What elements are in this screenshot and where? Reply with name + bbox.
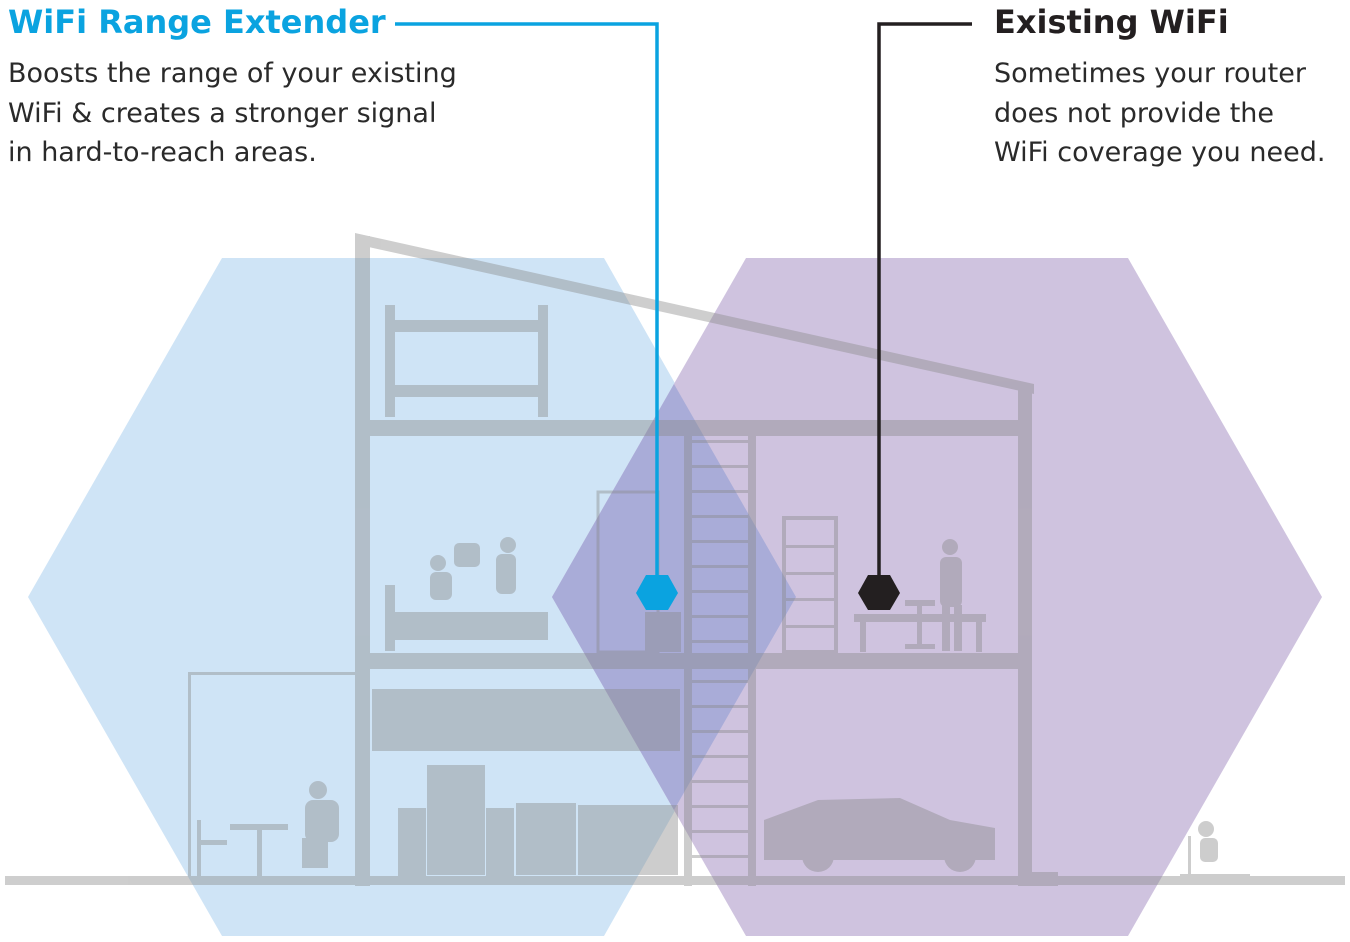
garage-wall: [748, 420, 756, 886]
bed: [385, 585, 548, 651]
extender-device-icon: [636, 575, 678, 610]
car: [764, 798, 995, 872]
entry-step: [1032, 872, 1058, 886]
extender-description-line: in hard-to-reach areas.: [8, 137, 317, 168]
patio-frame: [188, 672, 355, 876]
ground-line: [5, 876, 1345, 885]
left-wall: [355, 236, 370, 886]
roof: [355, 233, 1034, 394]
existing-wifi-title: Existing WiFi: [994, 3, 1229, 41]
extender-coverage-zone: [28, 258, 796, 936]
kitchen-upper-cabinets: [372, 689, 680, 751]
router-coverage-zone: [552, 258, 1322, 936]
dresser: [645, 612, 681, 652]
woman-silhouette: [940, 539, 962, 651]
extender-callout-line: [395, 22, 659, 584]
router-callout-line: [877, 22, 972, 584]
existing-wifi-description-line: Sometimes your router: [994, 58, 1306, 89]
kitchen-appliances: [398, 765, 678, 876]
extender-description-line: Boosts the range of your existing: [8, 58, 457, 89]
bookshelf: [782, 516, 838, 654]
desk: [854, 614, 986, 652]
kids-silhouette: [430, 537, 516, 600]
extender-description-line: WiFi & creates a stronger signal: [8, 97, 437, 129]
existing-wifi-callout: Existing WiFi Sometimes your router does…: [994, 2, 1325, 173]
middle-floor: [370, 653, 1018, 669]
patio-table: [197, 820, 288, 876]
extender-callout: WiFi Range Extender Boosts the range of …: [8, 2, 457, 173]
router-device-icon: [858, 575, 900, 610]
center-wall: [684, 420, 692, 886]
extender-description: Boosts the range of your existing WiFi &…: [8, 54, 457, 173]
house-cross-section: [5, 233, 1345, 886]
office-chair: [905, 600, 935, 649]
staircase: [692, 440, 748, 858]
scooter-kid-silhouette: [1180, 821, 1250, 877]
right-wall: [1018, 390, 1032, 886]
existing-wifi-description-line: does not provide the: [994, 97, 1275, 129]
existing-wifi-description: Sometimes your router does not provide t…: [994, 54, 1325, 173]
existing-wifi-description-line: WiFi coverage you need.: [994, 137, 1326, 168]
bunk-bed: [385, 305, 548, 417]
upper-floor: [370, 420, 1018, 436]
man-reading-silhouette: [302, 781, 339, 868]
extender-title: WiFi Range Extender: [8, 3, 386, 41]
